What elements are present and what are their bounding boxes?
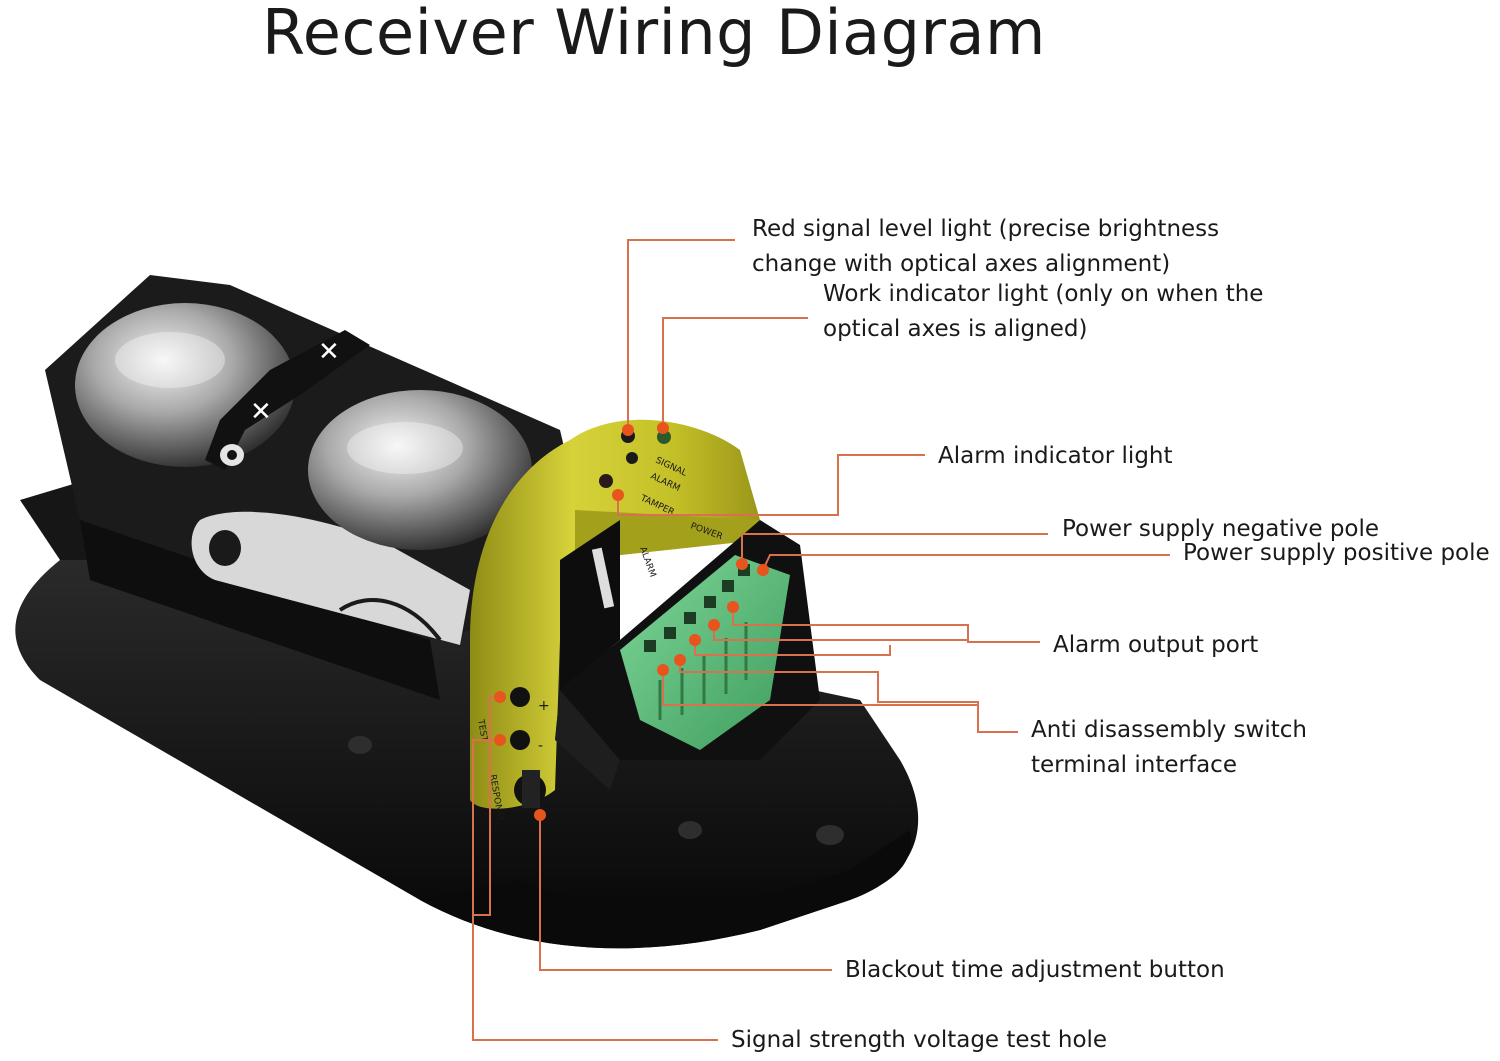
label-red-signal-line1: Red signal level light (precise brightne… <box>752 216 1220 242</box>
dot-alarm-out-2 <box>708 619 720 631</box>
label-positive-pole: Power supply positive pole <box>1183 540 1490 566</box>
leader-anti-disassembly <box>679 660 1018 733</box>
label-work-indicator-line1: Work indicator light (only on when the <box>823 281 1264 307</box>
page-title: Receiver Wiring Diagram <box>262 0 1046 69</box>
label-alarm-output: Alarm output port <box>1053 632 1259 658</box>
marking-plus: + <box>538 698 550 714</box>
leader-negative-pole <box>741 533 1048 564</box>
marking-test: TEST <box>475 718 489 743</box>
dot-alarm-out-1 <box>727 601 739 613</box>
leader-positive-pole <box>762 554 1170 571</box>
leader-alarm-output <box>732 607 1040 643</box>
alignment-bracket: ✕ ✕ <box>205 330 370 470</box>
label-blackout-button: Blackout time adjustment button <box>845 957 1225 983</box>
marking-minus: - <box>538 738 543 754</box>
leader-blackout <box>539 815 832 971</box>
lens-right <box>308 390 532 550</box>
label-anti-disassembly-line2: terminal interface <box>1031 752 1237 778</box>
dot-alarm-indicator <box>612 489 624 501</box>
leader-red-signal <box>627 239 735 430</box>
dot-anti-2 <box>657 664 669 676</box>
label-work-indicator-line2: optical axes is aligned) <box>823 316 1088 342</box>
marker-dots <box>494 422 769 821</box>
dot-alarm-out-3 <box>689 634 701 646</box>
circuit-plate <box>470 419 760 809</box>
dot-negative-pole <box>736 558 748 570</box>
dot-positive-pole <box>757 564 769 576</box>
label-anti-disassembly-line1: Anti disassembly switch <box>1031 717 1307 743</box>
svg-text:✕: ✕ <box>250 397 272 427</box>
dot-test-plus <box>494 691 506 703</box>
dot-red-signal <box>622 424 634 436</box>
svg-text:✕: ✕ <box>318 337 340 367</box>
label-red-signal-line2: change with optical axes alignment) <box>752 251 1171 277</box>
dot-test-minus <box>494 734 506 746</box>
label-negative-pole: Power supply negative pole <box>1062 516 1380 542</box>
dot-anti-1 <box>674 654 686 666</box>
leader-lines <box>472 239 1170 1041</box>
dot-work-indicator <box>657 422 669 434</box>
leader-alarm-indicator <box>617 454 925 516</box>
label-test-hole: Signal strength voltage test hole <box>731 1027 1108 1053</box>
label-alarm-indicator: Alarm indicator light <box>938 443 1173 469</box>
leader-work-indicator <box>662 317 808 428</box>
leader-alarm-output-3 <box>694 640 891 656</box>
dot-blackout <box>534 809 546 821</box>
indicator-holes <box>510 429 671 808</box>
leader-anti-disassembly-2 <box>662 670 978 706</box>
leader-test-hole-b <box>472 739 718 1041</box>
